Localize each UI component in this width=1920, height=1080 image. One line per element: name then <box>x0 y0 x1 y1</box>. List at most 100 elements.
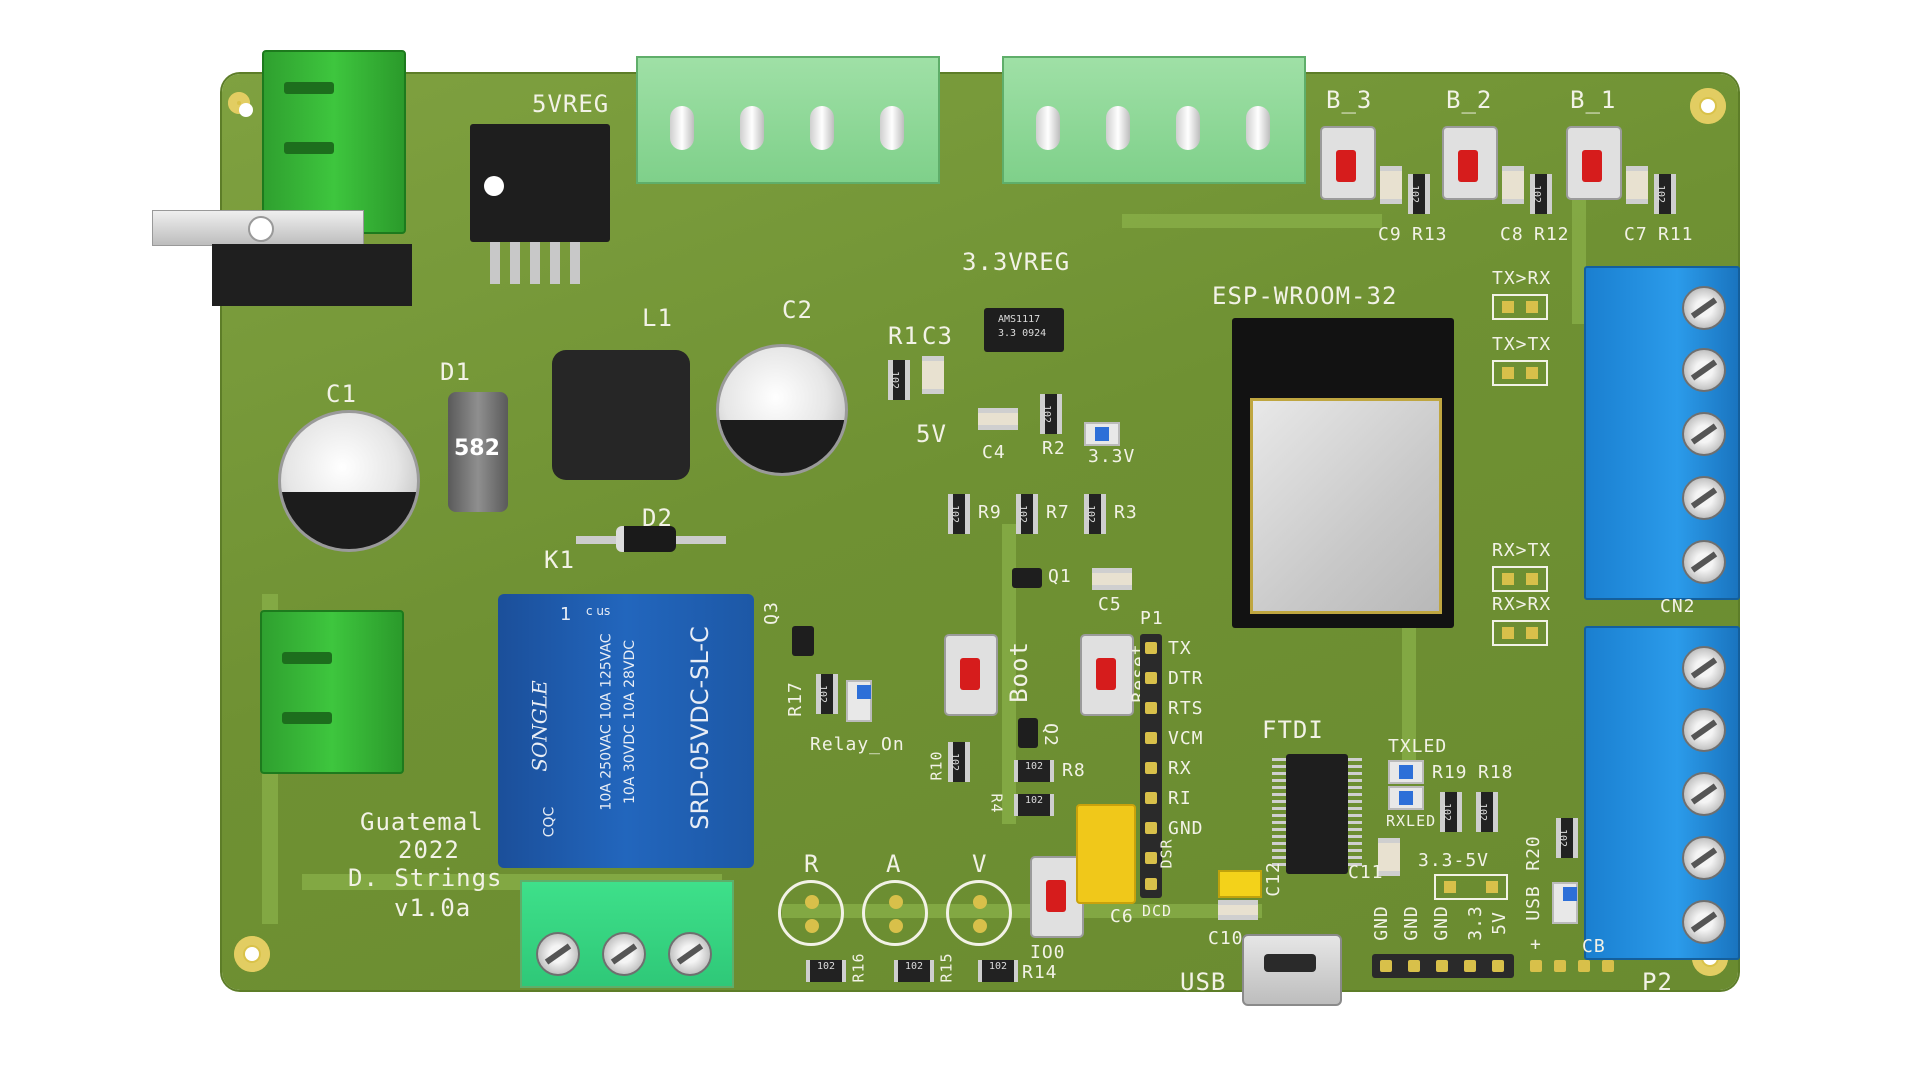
label-r4: R4 <box>987 793 1006 814</box>
io0-button[interactable] <box>1030 856 1084 938</box>
relay-pin-1: 1 <box>560 604 572 625</box>
screw[interactable] <box>602 932 646 976</box>
led-a-footprint <box>862 880 928 946</box>
button-b2[interactable] <box>1442 126 1498 200</box>
label-r9: R9 <box>978 502 1002 523</box>
screw[interactable] <box>1682 540 1726 584</box>
jumper-tx-tx[interactable] <box>1492 360 1548 386</box>
relay-model: SRD-05VDC-SL-C <box>685 626 714 830</box>
p1-pin-gnd: GND <box>1168 818 1204 839</box>
label-r10: R10 <box>927 750 946 781</box>
reset-button[interactable] <box>1080 634 1134 716</box>
header-pin <box>1530 960 1542 972</box>
resistor-r15: 102 <box>894 960 934 982</box>
header-pin <box>1578 960 1590 972</box>
resistor-r10: 102 <box>948 742 970 782</box>
led-usb <box>1552 882 1578 924</box>
terminal-block-1[interactable] <box>636 56 940 184</box>
header-cb[interactable] <box>1522 954 1626 978</box>
jumper-3v3-5v[interactable] <box>1434 874 1508 900</box>
label-c8: C8 <box>1500 224 1524 245</box>
led-rx <box>1388 786 1424 810</box>
header-pin <box>1145 702 1157 714</box>
relay-ul: c us <box>586 604 611 618</box>
resistor-r9: 102 <box>948 494 970 534</box>
esp-shield <box>1250 398 1442 614</box>
label-c11: C11 <box>1348 862 1384 883</box>
diode-d1: 582 <box>448 392 508 512</box>
transistor-q3 <box>792 626 814 656</box>
label-tx-rx: TX>RX <box>1492 268 1552 289</box>
relay-rating-2: 10A 30VDC 10A 28VDC <box>622 639 639 805</box>
screw[interactable] <box>1682 286 1726 330</box>
label-tx-tx: TX>TX <box>1492 334 1552 355</box>
label-r8: R8 <box>1062 760 1086 781</box>
label-led-v: V <box>972 850 988 878</box>
screw[interactable] <box>1682 476 1726 520</box>
micro-usb-port[interactable] <box>1242 934 1342 1006</box>
jumper-tx-rx[interactable] <box>1492 294 1548 320</box>
p1-pin-dcd: DCD <box>1142 902 1173 920</box>
p1-pin-rts: RTS <box>1168 698 1204 719</box>
label-r13: R13 <box>1412 224 1448 245</box>
terminal-pin <box>740 106 764 150</box>
resistor-r4: 102 <box>1014 794 1054 816</box>
label-esp: ESP-WROOM-32 <box>1212 282 1398 310</box>
resistor-r18: 102 <box>1476 792 1498 832</box>
header-pin <box>1145 822 1157 834</box>
screw[interactable] <box>1682 646 1726 690</box>
label-3v3: 3.3V <box>1088 446 1136 467</box>
resistor-r19: 102 <box>1440 792 1462 832</box>
trace <box>1122 214 1382 228</box>
relay-output-terminal[interactable] <box>260 610 404 774</box>
screw[interactable] <box>1682 412 1726 456</box>
label-r1: R1 <box>888 322 919 350</box>
screw[interactable] <box>1682 836 1726 880</box>
screw[interactable] <box>1682 708 1726 752</box>
button-b1[interactable] <box>1566 126 1622 200</box>
resistor-r13: 102 <box>1408 174 1430 214</box>
diode-d2-body <box>616 526 676 552</box>
terminal-block-cn1[interactable] <box>1584 266 1740 600</box>
terminal-slot <box>284 142 334 154</box>
p1-pin-rx: RX <box>1168 758 1192 779</box>
resistor-r20: 102 <box>1556 818 1578 858</box>
resistor-r12: 102 <box>1530 174 1552 214</box>
jumper-rx-rx[interactable] <box>1492 620 1548 646</box>
screw[interactable] <box>668 932 712 976</box>
terminal-pin <box>1036 106 1060 150</box>
to220-regulator <box>152 210 422 310</box>
screw[interactable] <box>1682 348 1726 392</box>
header-pin <box>1380 960 1392 972</box>
terminal-block-cn2[interactable] <box>1584 626 1740 960</box>
credit-line-1: Guatemal <box>360 808 484 836</box>
p1-pin-dtr: DTR <box>1168 668 1204 689</box>
terminal-slot <box>282 652 332 664</box>
screw[interactable] <box>1682 772 1726 816</box>
screw[interactable] <box>536 932 580 976</box>
credit-line-4: v1.0a <box>394 894 472 922</box>
p1-pin-vcm: VCM <box>1168 728 1204 749</box>
label-boot: Boot <box>1004 641 1033 703</box>
resistor-r16: 102 <box>806 960 846 982</box>
terminal-block-2[interactable] <box>1002 56 1306 184</box>
label-r17: R17 <box>784 681 806 717</box>
boot-button[interactable] <box>944 634 998 716</box>
label-p2: P2 <box>1642 968 1673 996</box>
trace <box>1002 524 1016 824</box>
header-p1[interactable] <box>1140 634 1162 898</box>
label-b1: B_1 <box>1570 86 1617 114</box>
capacitor-c5 <box>1092 568 1132 590</box>
relay-contact-terminal[interactable] <box>520 880 734 988</box>
label-r16: R16 <box>849 952 868 983</box>
power-input-terminal[interactable] <box>262 50 406 234</box>
screw[interactable] <box>1682 900 1726 944</box>
jumper-rx-tx[interactable] <box>1492 566 1548 592</box>
p2-pin-5v: 5V <box>1488 911 1510 935</box>
button-b3[interactable] <box>1320 126 1376 200</box>
label-c9: C9 <box>1378 224 1402 245</box>
credit-line-2: 2022 <box>398 836 460 864</box>
label-r12: R12 <box>1534 224 1570 245</box>
header-p2[interactable] <box>1372 954 1514 978</box>
label-rx-tx: RX>TX <box>1492 540 1552 561</box>
